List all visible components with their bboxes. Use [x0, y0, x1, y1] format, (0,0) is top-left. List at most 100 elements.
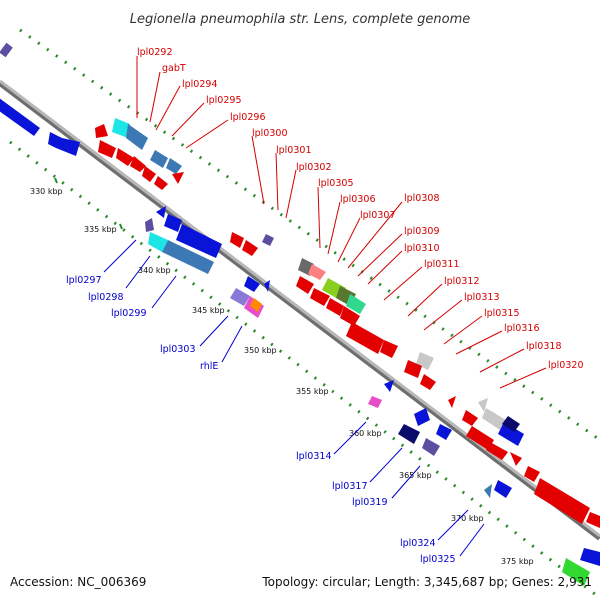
leader-line [347, 201, 403, 269]
gene-feature[interactable] [296, 276, 314, 294]
gene-label[interactable]: lpl0306 [340, 194, 376, 205]
gene-label[interactable]: lpl0308 [404, 193, 440, 204]
gene-feature[interactable] [580, 548, 600, 566]
gene-feature[interactable] [95, 124, 108, 138]
gene-feature[interactable] [462, 410, 478, 426]
gene-feature[interactable] [420, 374, 436, 390]
gene-feature[interactable] [524, 466, 540, 482]
gene-label[interactable]: lpl0307 [360, 210, 396, 221]
gene-label[interactable]: gabT [162, 63, 186, 74]
gene-label[interactable]: lpl0309 [404, 226, 440, 237]
gene-feature[interactable] [494, 480, 512, 498]
gene-feature[interactable] [502, 416, 520, 432]
gene-label[interactable]: lpl0319 [352, 497, 388, 508]
gene-feature[interactable] [326, 298, 344, 316]
gene-feature[interactable] [346, 294, 366, 314]
gene-feature[interactable] [398, 424, 420, 444]
gene-features [0, 42, 600, 586]
gene-feature[interactable] [482, 408, 506, 430]
scale: 330 kbp 335 kbp 340 kbp 345 kbp 350 kbp … [30, 177, 534, 566]
leader-line [391, 465, 421, 499]
gene-label[interactable]: lpl0300 [252, 128, 288, 139]
gene-feature[interactable] [230, 232, 244, 248]
gene-label[interactable]: lpl0310 [404, 243, 440, 254]
gene-feature[interactable] [340, 306, 360, 326]
gene-feature[interactable] [484, 484, 492, 498]
gene-label[interactable]: lpl0298 [88, 292, 124, 303]
gene-label[interactable]: lpl0317 [332, 481, 368, 492]
gene-label[interactable]: lpl0320 [548, 360, 584, 371]
gene-label[interactable]: lpl0297 [66, 275, 102, 286]
gene-label[interactable]: lpl0316 [504, 323, 540, 334]
gene-feature[interactable] [242, 240, 258, 256]
gene-feature[interactable] [0, 95, 40, 136]
gene-label[interactable]: lpl0325 [420, 554, 456, 565]
gene-feature[interactable] [162, 240, 214, 274]
gene-label[interactable]: lpl0301 [276, 145, 312, 156]
gene-feature[interactable] [308, 264, 326, 280]
gene-feature[interactable] [414, 408, 430, 426]
gene-label[interactable]: lpl0318 [526, 341, 562, 352]
gene-feature[interactable] [466, 426, 494, 450]
gene-feature[interactable] [244, 276, 260, 292]
gene-feature[interactable] [422, 438, 440, 456]
gene-feature[interactable] [145, 218, 154, 232]
leader-line [357, 233, 403, 277]
gene-feature[interactable] [368, 396, 382, 408]
gene-feature[interactable] [478, 398, 488, 412]
gene-feature[interactable] [98, 140, 116, 158]
gene-label[interactable]: lpl0302 [296, 162, 332, 173]
gene-feature[interactable] [142, 166, 156, 182]
gene-feature[interactable] [150, 150, 168, 168]
gene-label[interactable]: lpl0311 [424, 259, 460, 270]
gene-label[interactable]: lpl0305 [318, 178, 354, 189]
gene-feature[interactable] [380, 340, 398, 358]
gene-feature[interactable] [498, 422, 524, 446]
gene-label[interactable]: lpl0292 [137, 47, 173, 58]
gene-feature[interactable] [154, 176, 168, 190]
gene-label[interactable]: lpl0296 [230, 112, 266, 123]
gene-feature[interactable] [48, 132, 80, 156]
gene-feature[interactable] [250, 298, 262, 312]
gene-label[interactable]: lpl0303 [160, 344, 196, 355]
gene-feature[interactable] [166, 158, 182, 174]
gene-feature[interactable] [436, 424, 452, 440]
gene-label[interactable]: lpl0314 [296, 451, 332, 462]
gene-label[interactable]: lpl0313 [464, 292, 500, 303]
gene-feature[interactable] [176, 224, 222, 258]
gene-label[interactable]: rhlE [200, 361, 218, 372]
gene-label[interactable]: lpl0294 [182, 79, 218, 90]
gene-feature[interactable] [346, 322, 384, 354]
gene-feature[interactable] [230, 288, 250, 306]
gene-feature[interactable] [404, 360, 422, 378]
gene-feature[interactable] [448, 396, 456, 408]
kbp-label: 350 kbp [244, 346, 277, 355]
inner-dotted-track [9, 140, 600, 600]
gene-feature[interactable] [164, 214, 182, 232]
gene-feature[interactable] [126, 124, 148, 150]
gene-feature[interactable] [112, 118, 130, 138]
gene-feature[interactable] [384, 380, 394, 392]
gene-label[interactable]: lpl0312 [444, 276, 480, 287]
leader-line [199, 315, 229, 347]
gene-feature[interactable] [534, 478, 590, 524]
gene-feature[interactable] [148, 232, 168, 252]
gene-feature[interactable] [510, 452, 522, 466]
gene-feature[interactable] [172, 172, 184, 184]
gene-feature[interactable] [156, 206, 166, 218]
gene-feature[interactable] [264, 280, 270, 292]
gene-feature[interactable] [310, 288, 330, 306]
gene-label[interactable]: lpl0295 [206, 95, 242, 106]
gene-label[interactable]: lpl0299 [111, 308, 147, 319]
kbp-tick [54, 177, 58, 184]
gene-feature[interactable] [486, 442, 508, 460]
gene-feature[interactable] [586, 512, 600, 528]
gene-label[interactable]: lpl0324 [400, 538, 436, 549]
gene-label[interactable]: lpl0315 [484, 308, 520, 319]
gene-feature[interactable] [130, 156, 146, 172]
gene-feature[interactable] [116, 148, 134, 166]
gene-feature[interactable] [0, 42, 13, 58]
outer-dotted-track [19, 28, 600, 442]
gene-feature[interactable] [262, 234, 274, 246]
gene-feature[interactable] [562, 558, 590, 586]
